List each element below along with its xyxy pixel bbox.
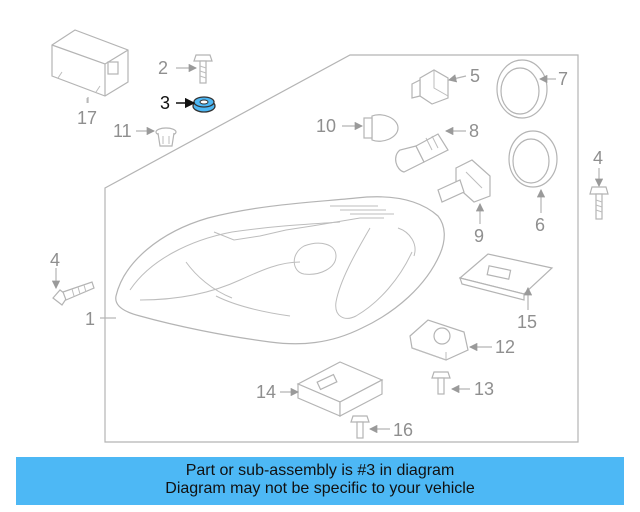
part-12-bracket <box>409 319 469 361</box>
callout-17: 17 <box>77 108 97 128</box>
callout-3: 3 <box>160 93 170 113</box>
callout-15: 15 <box>517 312 537 332</box>
callout-11: 11 <box>113 121 132 141</box>
callout-14: 14 <box>256 382 276 402</box>
part-6-cap <box>508 130 558 188</box>
callout-7: 7 <box>558 69 568 89</box>
info-banner: Part or sub-assembly is #3 in diagram Di… <box>16 457 624 505</box>
banner-line-disclaimer: Diagram may not be specific to your vehi… <box>165 480 475 497</box>
part-9-xenon-bulb <box>437 159 491 203</box>
part-13-screw <box>431 371 451 395</box>
callout-1: 1 <box>85 309 95 329</box>
part-16-screw <box>350 415 370 439</box>
part-8-bulb <box>395 133 449 173</box>
callout-6: 6 <box>535 215 545 235</box>
part-5-socket <box>411 69 449 105</box>
callout-13: 13 <box>474 379 494 399</box>
assembly-outline <box>104 54 579 443</box>
callout-2: 2 <box>158 58 168 78</box>
callout-labels: 1 2 3 4 4 5 6 7 8 9 10 11 12 13 14 15 16… <box>50 58 603 440</box>
callout-4-left: 4 <box>50 250 60 270</box>
callout-5: 5 <box>470 66 480 86</box>
callout-16: 16 <box>393 420 413 440</box>
banner-line-part: Part or sub-assembly is #3 in diagram <box>185 462 455 479</box>
part-4-bolt-left <box>52 281 95 306</box>
callout-10: 10 <box>316 116 336 136</box>
part-10-bulb <box>363 114 399 142</box>
callout-4-right: 4 <box>593 148 603 168</box>
callout-12: 12 <box>495 337 515 357</box>
part-4-bolt-right <box>589 186 609 220</box>
part-1-headlamp-housing <box>115 196 445 345</box>
part-3-grommet <box>192 96 216 113</box>
part-14-ballast <box>296 361 384 417</box>
callout-9: 9 <box>474 226 484 246</box>
part-15-module <box>458 253 554 301</box>
part-2-screw <box>193 54 213 84</box>
part-11-clip <box>155 127 177 147</box>
leader-lines <box>51 63 604 434</box>
part-7-cap <box>496 59 548 119</box>
callout-8: 8 <box>469 121 479 141</box>
parts-diagram: 1 2 3 4 4 5 6 7 8 9 10 11 12 13 14 15 16… <box>50 29 609 443</box>
part-17-control-module <box>51 29 129 103</box>
